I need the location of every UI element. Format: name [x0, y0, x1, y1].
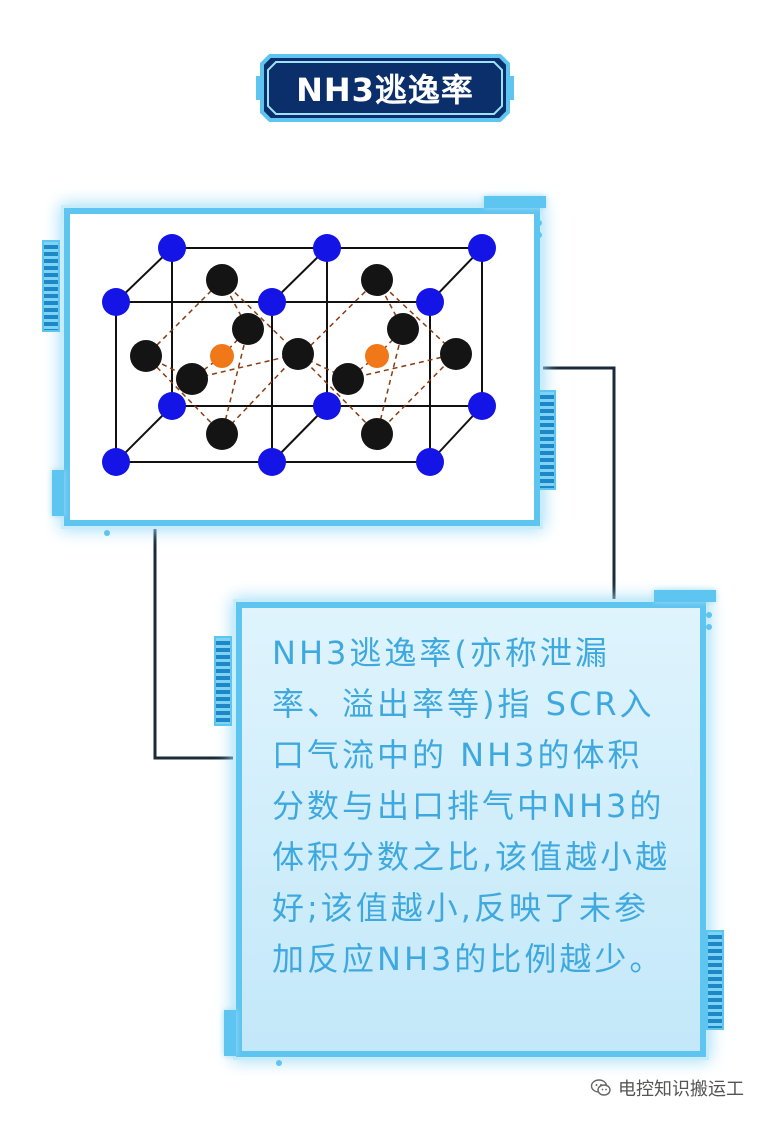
watermark-text: 电控知识搬运工	[618, 1079, 744, 1100]
panel-grip	[538, 390, 556, 490]
panel-dot	[276, 1060, 282, 1066]
panel-dot	[536, 232, 542, 238]
page-title: NH3逃逸率	[296, 71, 474, 109]
panel-dot	[104, 530, 110, 536]
panel-grip	[42, 240, 60, 332]
panel-tab	[224, 1010, 236, 1056]
panel-dot	[536, 220, 542, 226]
description-panel	[236, 602, 706, 1057]
panel-tab	[484, 196, 546, 208]
crystal-lattice-illustration	[102, 234, 496, 476]
watermark: 电控知识搬运工	[590, 1075, 744, 1101]
wechat-icon	[590, 1079, 611, 1096]
panel-tab	[52, 470, 64, 516]
panel-dot	[706, 612, 712, 618]
title-badge-frame	[256, 54, 514, 122]
title-badge: NH3逃逸率	[256, 50, 514, 126]
panel-grip	[214, 636, 232, 726]
panel-grip	[706, 930, 724, 1030]
panel-tab	[654, 590, 716, 602]
panel-dot	[706, 624, 712, 630]
description-text: NH3逃逸率(亦称泄漏率、溢出率等)指 SCR入口气流中的 NH3的体积分数与出…	[272, 634, 671, 978]
